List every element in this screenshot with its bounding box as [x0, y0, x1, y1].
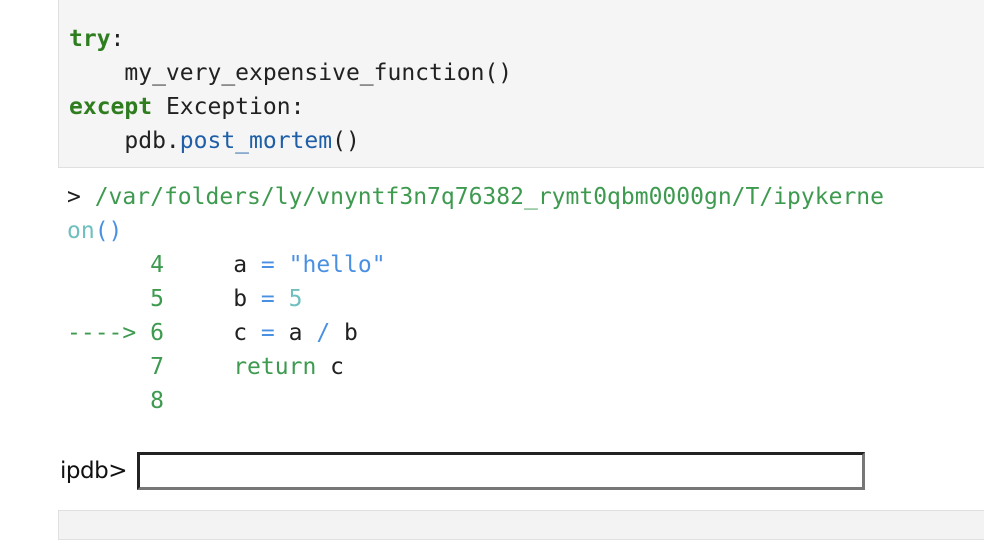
location-marker: >	[67, 184, 95, 210]
line-number: 7	[150, 354, 164, 380]
post-mortem-attr: post_mortem	[179, 128, 333, 154]
listing-line: 7 return c	[67, 350, 386, 384]
code-token: 5	[288, 286, 303, 312]
code-token: =	[260, 286, 275, 312]
code-token	[275, 252, 289, 278]
code-token	[275, 286, 289, 312]
debugger-prompt-row: ipdb>	[60, 452, 865, 490]
code-token: c	[316, 354, 344, 380]
arrow-gutter	[67, 388, 150, 414]
location-func: on	[67, 218, 95, 244]
keyword-except: except	[69, 94, 153, 120]
line-number: 4	[150, 252, 164, 278]
code-token: /	[316, 320, 331, 346]
line-number: 5	[150, 286, 164, 312]
line-number: 8	[150, 388, 164, 414]
location-path: /var/folders/ly/vnyntf3n7q76382_rymt0qbm…	[94, 184, 884, 210]
code-token: =	[260, 320, 275, 346]
ipdb-prompt-label: ipdb>	[60, 458, 127, 484]
function-call: my_very_expensive_function()	[124, 60, 513, 86]
code-editor[interactable]: try: my_very_expensive_function() except…	[69, 26, 513, 154]
listing-line: 8	[67, 384, 386, 418]
listing-line: 4 a = "hello"	[67, 248, 386, 282]
arrow-gutter	[67, 252, 150, 278]
debugger-location: > /var/folders/ly/vnyntf3n7q76382_rymt0q…	[67, 184, 884, 244]
code-token: b	[233, 286, 261, 312]
code-token: return	[233, 354, 317, 380]
source-listing: 4 a = "hello" 5 b = 5----> 6 c = a / b 7…	[67, 248, 386, 418]
ipdb-command-input[interactable]	[136, 452, 865, 490]
code-token: b	[330, 320, 358, 346]
code-token: "hello"	[288, 252, 386, 278]
code-input-cell[interactable]: try: my_very_expensive_function() except…	[58, 0, 984, 168]
code-token: a	[274, 320, 317, 346]
listing-line: ----> 6 c = a / b	[67, 316, 386, 350]
code-token: =	[260, 252, 275, 278]
current-line-arrow: ---->	[67, 320, 151, 346]
line-number: 6	[150, 320, 164, 346]
listing-line: 5 b = 5	[67, 282, 386, 316]
arrow-gutter	[67, 286, 150, 312]
arrow-gutter	[67, 354, 150, 380]
code-token: a	[233, 252, 261, 278]
keyword-try: try	[69, 26, 111, 52]
next-code-cell[interactable]	[58, 510, 984, 540]
code-token: c	[233, 320, 261, 346]
